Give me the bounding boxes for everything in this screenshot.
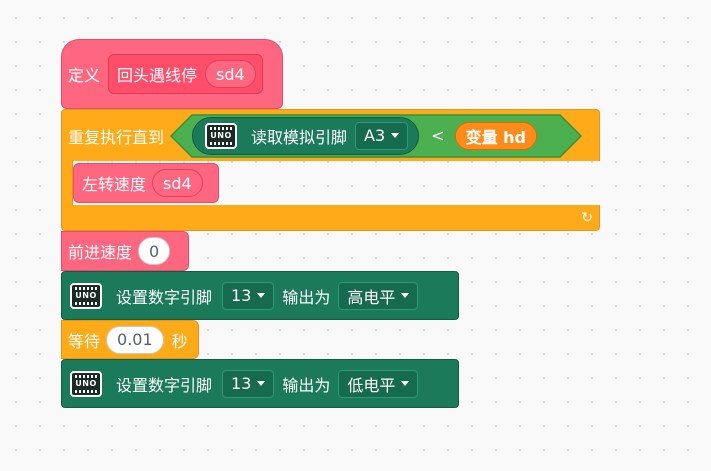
less-than-operator: < (431, 126, 445, 145)
digital-pin-dropdown[interactable]: 13 (222, 281, 275, 310)
read-analog-label: 读取模拟引脚 (251, 127, 348, 147)
output-as-label: 输出为 (282, 287, 331, 307)
set-digital-pin-low-block[interactable]: UNO 设置数字引脚 13 输出为 低电平 (61, 359, 459, 408)
forward-speed-block[interactable]: 前进速度 0 (61, 231, 189, 271)
repeat-until-arm (61, 160, 73, 206)
uno-board-icon: UNO (70, 370, 102, 397)
chevron-down-icon (257, 293, 266, 298)
level-dropdown[interactable]: 高电平 (338, 281, 419, 310)
variable-hd-reporter[interactable]: 变量 hd (454, 121, 537, 150)
repeat-until-label: 重复执行直到 (68, 127, 165, 147)
define-block[interactable]: 定义 回头遇线停 sd4 (61, 39, 283, 109)
wait-block[interactable]: 等待 0.01 秒 (61, 320, 199, 359)
turn-left-speed-value[interactable]: sd4 (152, 169, 203, 197)
output-as-label: 输出为 (282, 375, 331, 395)
procedure-param[interactable]: sd4 (205, 60, 256, 88)
procedure-name: 回头遇线停 (117, 66, 198, 85)
forward-speed-label: 前进速度 (68, 243, 133, 262)
analog-pin-dropdown[interactable]: A3 (355, 121, 409, 150)
wait-unit: 秒 (171, 331, 188, 351)
repeat-until-header[interactable]: 重复执行直到 UNO 读取模拟引脚 A3 < 变量 hd (61, 109, 600, 161)
digital-pin-value: 13 (231, 286, 252, 305)
forward-speed-value[interactable]: 0 (138, 237, 171, 265)
set-digital-pin-label: 设置数字引脚 (116, 375, 213, 395)
turn-left-speed-block[interactable]: 左转速度 sd4 (73, 163, 219, 203)
procedure-prototype[interactable]: 回头遇线停 sd4 (108, 54, 263, 94)
loop-arrow-icon: ↻ (581, 209, 593, 226)
repeat-until-footer: ↻ (61, 205, 600, 231)
digital-pin-value: 13 (231, 374, 252, 393)
chevron-down-icon (257, 381, 266, 386)
uno-board-icon: UNO (205, 122, 238, 149)
turn-left-speed-label: 左转速度 (82, 175, 147, 194)
set-digital-pin-label: 设置数字引脚 (116, 287, 213, 307)
wait-value[interactable]: 0.01 (106, 325, 164, 354)
chevron-down-icon (401, 293, 410, 298)
define-label: 定义 (68, 66, 101, 85)
level-value: 高电平 (347, 287, 396, 307)
read-analog-reporter[interactable]: UNO 读取模拟引脚 A3 (192, 116, 420, 155)
set-digital-pin-high-block[interactable]: UNO 设置数字引脚 13 输出为 高电平 (61, 271, 459, 320)
chevron-down-icon (401, 381, 410, 386)
digital-pin-dropdown[interactable]: 13 (222, 369, 275, 398)
chevron-down-icon (391, 133, 400, 138)
uno-board-icon: UNO (70, 282, 102, 309)
condition-slot[interactable]: UNO 读取模拟引脚 A3 < 变量 hd (170, 113, 583, 158)
level-dropdown[interactable]: 低电平 (338, 369, 419, 398)
level-value: 低电平 (347, 375, 396, 395)
analog-pin-value: A3 (364, 126, 386, 145)
wait-label: 等待 (68, 331, 101, 351)
